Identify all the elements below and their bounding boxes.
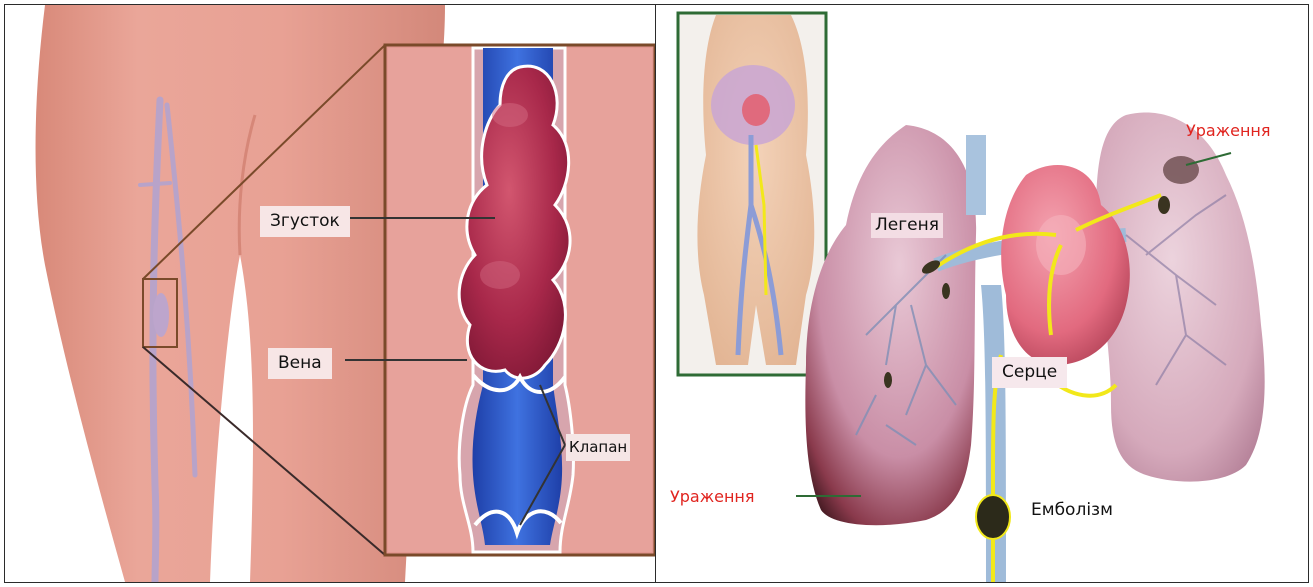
leg-illustration [5, 5, 655, 582]
valve-label: Клапан [566, 434, 630, 461]
embolus-lesion-left [884, 372, 892, 388]
heart-label: Серце [992, 357, 1067, 388]
pulmonary-embolism-panel: Ураження Легеня Серце Ураження Емболізм [656, 5, 1308, 582]
leg-vein-bulge [153, 293, 169, 337]
leg-vein-small [140, 183, 170, 185]
vein-label: Вена [268, 348, 332, 379]
embolus-left-2 [942, 283, 950, 299]
embolism-label: Емболізм [1031, 502, 1113, 519]
inset-heart [742, 94, 770, 126]
lesion-top-label: Ураження [1186, 123, 1271, 139]
lung-label: Легеня [871, 213, 943, 238]
embolus-right [1158, 196, 1170, 214]
lesion-bottom-label: Ураження [670, 489, 755, 505]
embolus-large [976, 495, 1010, 539]
lung-left [805, 125, 976, 525]
lesion-right-spot [1163, 156, 1199, 184]
clot-label: Згусток [260, 206, 350, 237]
aorta [966, 135, 986, 215]
leg-dvt-panel: Згусток Вена Клапан [5, 5, 655, 582]
